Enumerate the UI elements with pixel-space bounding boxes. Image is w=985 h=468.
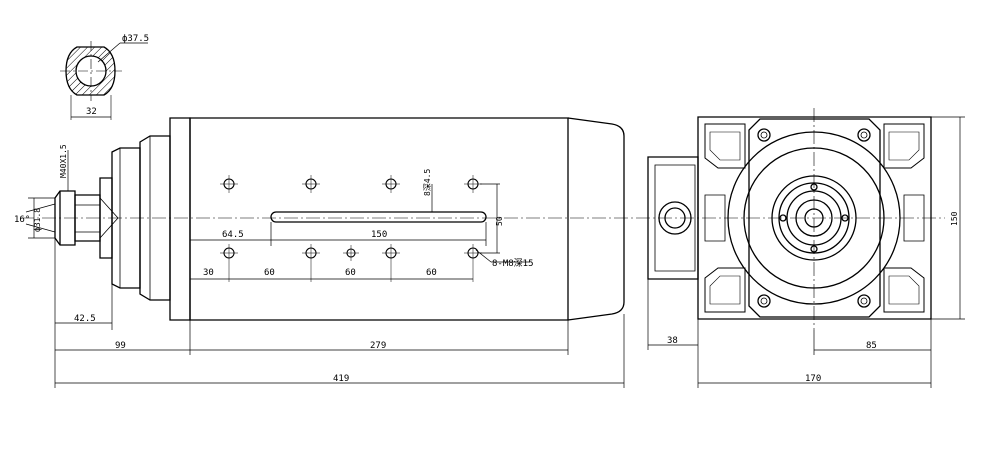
end-housing bbox=[698, 117, 931, 319]
cable-gland bbox=[659, 202, 691, 234]
height-150-label: 150 bbox=[950, 211, 959, 226]
section-dia-leader bbox=[98, 43, 120, 62]
groove-depth-label: 8深4.5 bbox=[423, 169, 432, 196]
pitch-c-label: 60 bbox=[345, 268, 356, 278]
corner-pocket-tr bbox=[884, 124, 924, 168]
total-len-label: 419 bbox=[333, 374, 349, 384]
flange-ring bbox=[170, 118, 190, 320]
box-len-label: 38 bbox=[667, 336, 678, 346]
half-width-label: 85 bbox=[866, 341, 877, 351]
front-plate bbox=[749, 119, 880, 317]
body-slot bbox=[271, 212, 486, 222]
mount-hole-tl bbox=[758, 129, 770, 141]
section-width-label: 32 bbox=[86, 107, 97, 117]
pitch-a-label: 30 bbox=[203, 268, 214, 278]
motor-body bbox=[190, 118, 568, 320]
terminal-box-inner bbox=[655, 165, 695, 271]
body-len-label: 279 bbox=[370, 341, 386, 351]
pitch-b-label: 60 bbox=[264, 268, 275, 278]
holes-label: 8-M8深15 bbox=[492, 258, 534, 269]
end-dimensions bbox=[648, 117, 965, 388]
corner-pocket-tl bbox=[705, 124, 745, 168]
height-50-label: 50 bbox=[495, 216, 504, 226]
holes-top-row bbox=[224, 179, 478, 189]
corner-pocket-bl bbox=[705, 268, 745, 312]
side-dimensions bbox=[26, 150, 624, 388]
mount-hole-br bbox=[858, 295, 870, 307]
corner-pocket-br bbox=[884, 268, 924, 312]
offset-left-label: 64.5 bbox=[222, 230, 244, 240]
cone-angle-label: 16° bbox=[14, 215, 30, 225]
pitch-d-label: 60 bbox=[426, 268, 437, 278]
collet-dia-label: ф31.8 bbox=[33, 208, 42, 232]
thread-label: M40X1.5 bbox=[59, 144, 68, 178]
rear-cover bbox=[568, 118, 624, 320]
side-view bbox=[55, 118, 624, 320]
mount-hole-tr bbox=[858, 129, 870, 141]
nose-len-label: 42.5 bbox=[74, 314, 96, 324]
width-label: 170 bbox=[805, 374, 821, 384]
slot-length-label: 150 bbox=[371, 230, 387, 240]
section-dia-label: ф37.5 bbox=[122, 34, 149, 44]
front-len-label: 99 bbox=[115, 341, 126, 351]
mount-hole-bl bbox=[758, 295, 770, 307]
shaft-cross-section: ф37.5 32 bbox=[60, 34, 149, 120]
end-view bbox=[648, 117, 931, 319]
